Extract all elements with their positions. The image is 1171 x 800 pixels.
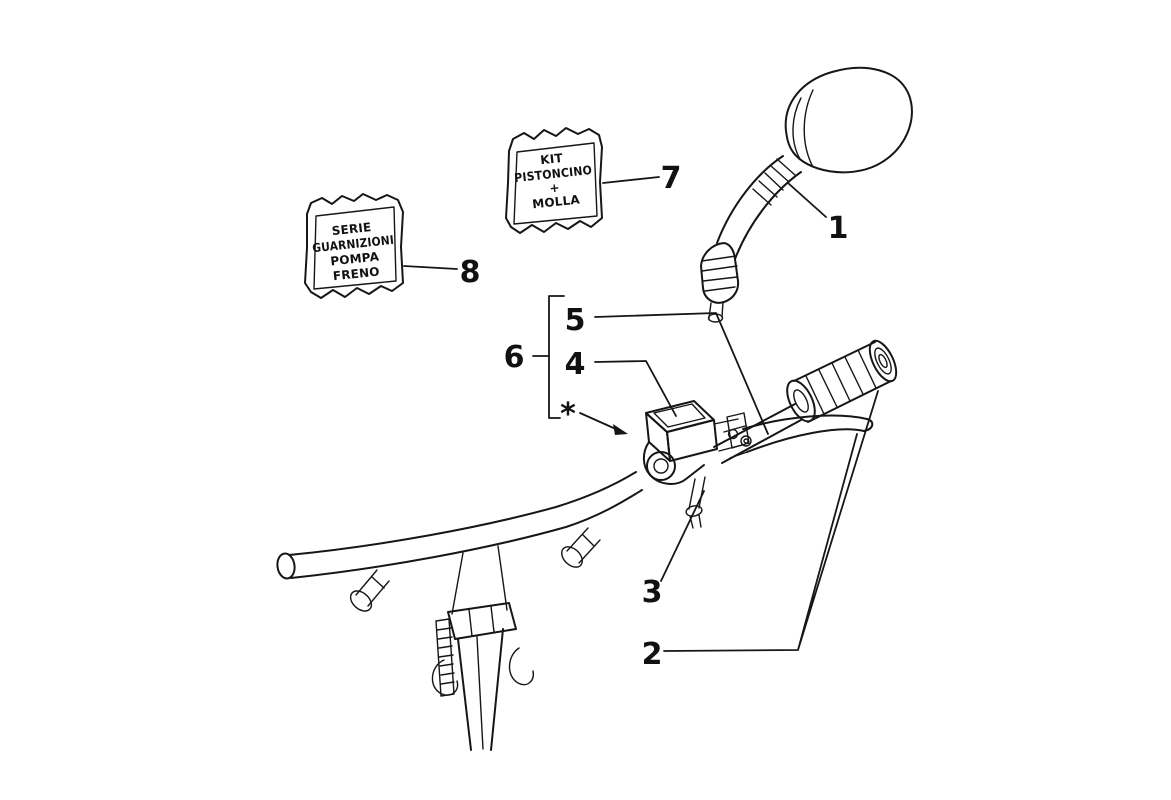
brake-master-cylinder xyxy=(642,400,750,485)
leader-1 xyxy=(787,182,827,218)
leader-star-arrowhead xyxy=(613,424,628,435)
star-marker: * xyxy=(560,397,576,432)
callout-7[interactable]: 7 xyxy=(661,161,682,196)
leader-6-bracket xyxy=(532,295,565,419)
brake-hose-fitting xyxy=(685,476,706,529)
leader-2 xyxy=(663,390,879,652)
callout-4[interactable]: 4 xyxy=(565,347,586,382)
callout-numbers: 1 2 3 4 5 6 7 8 * xyxy=(460,161,849,672)
leader-8 xyxy=(403,265,458,270)
callout-6[interactable]: 6 xyxy=(504,340,525,375)
label-tag-piston-kit: KIT PISTONCINO + MOLLA xyxy=(505,127,603,234)
tag-kit-line-4: MOLLA xyxy=(532,192,581,211)
tag-kit-line-3: + xyxy=(549,180,561,195)
throttle-grip xyxy=(786,339,898,423)
callout-1[interactable]: 1 xyxy=(828,211,849,246)
steering-stem-clamp xyxy=(431,545,534,751)
handlebar-tube xyxy=(276,403,802,580)
bar-mount-stub-right xyxy=(561,527,601,568)
brake-lever xyxy=(723,414,874,459)
leader-5 xyxy=(594,312,769,435)
callout-2[interactable]: 2 xyxy=(642,637,663,672)
tag-serie-line-3: POMPA xyxy=(330,249,381,268)
leader-star-arrow xyxy=(579,412,619,431)
rear-view-mirror xyxy=(700,66,913,323)
callout-8[interactable]: 8 xyxy=(460,255,481,290)
label-tag-gasket-kit: SERIE GUARNIZIONI POMPA FRENO xyxy=(304,193,404,299)
leader-4 xyxy=(594,360,677,417)
callout-leader-lines xyxy=(403,176,879,652)
leader-7 xyxy=(602,176,660,184)
leader-3 xyxy=(660,490,705,582)
callout-5[interactable]: 5 xyxy=(565,303,586,338)
tag-serie-line-1: SERIE xyxy=(331,220,372,238)
tag-kit-line-1: KIT xyxy=(540,151,565,167)
tag-serie-line-4: FRENO xyxy=(332,264,380,283)
bar-mount-stub-left xyxy=(349,569,390,612)
callout-3[interactable]: 3 xyxy=(642,575,663,610)
